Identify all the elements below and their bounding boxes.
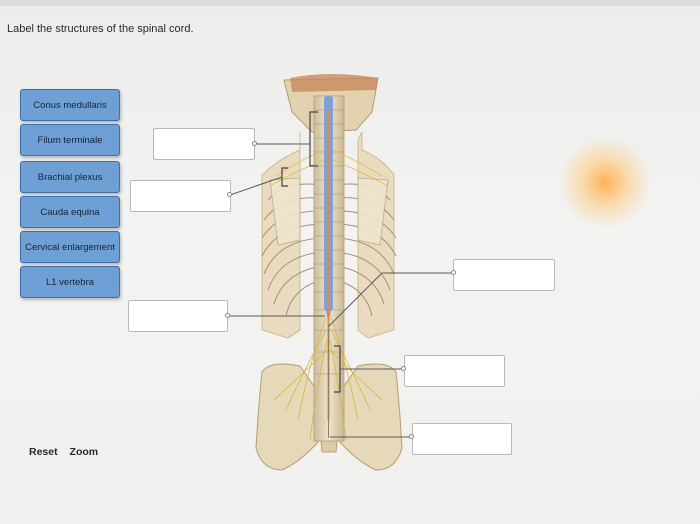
right-scapula bbox=[357, 177, 389, 246]
chip-label: Cauda equina bbox=[40, 206, 100, 218]
instruction-text: Label the structures of the spinal cord. bbox=[7, 23, 194, 35]
connector-dot bbox=[451, 270, 456, 275]
drop-target-3[interactable] bbox=[128, 300, 228, 332]
drop-target-2[interactable] bbox=[130, 180, 231, 212]
bracket-cervical bbox=[309, 111, 318, 167]
label-chip-cauda-equina[interactable]: Cauda equina bbox=[20, 196, 120, 228]
pelvis-right bbox=[339, 363, 403, 471]
label-chip-cervical-enlargement[interactable]: Cervical enlargement bbox=[20, 231, 120, 263]
chip-label: Filum terminale bbox=[37, 134, 103, 146]
cauda-equina-nerves bbox=[273, 317, 383, 441]
chip-label: Cervical enlargement bbox=[25, 241, 115, 253]
chip-label: Conus medullaris bbox=[33, 99, 107, 111]
light-glare bbox=[560, 135, 650, 230]
top-bar bbox=[0, 0, 700, 6]
connector-dot bbox=[409, 434, 414, 439]
label-chip-brachial-plexus[interactable]: Brachial plexus bbox=[20, 161, 120, 193]
label-chip-l1-vertebra[interactable]: L1 vertebra bbox=[20, 266, 120, 298]
pelvis bbox=[255, 363, 319, 471]
left-scapula bbox=[269, 177, 301, 246]
drop-target-4[interactable] bbox=[453, 259, 555, 291]
reset-button[interactable]: Reset bbox=[29, 446, 58, 458]
connector-dot bbox=[401, 366, 406, 371]
leader-lines bbox=[228, 143, 453, 438]
brachial-plexus-nerves bbox=[269, 149, 389, 187]
drop-target-5[interactable] bbox=[404, 355, 505, 387]
chip-label: Brachial plexus bbox=[37, 171, 103, 183]
label-chip-filum-terminale[interactable]: Filum terminale bbox=[20, 124, 120, 156]
connector-dot bbox=[225, 313, 230, 318]
connector-dot bbox=[252, 141, 257, 146]
skull-top bbox=[290, 74, 378, 92]
label-chip-conus-medullaris[interactable]: Conus medullaris bbox=[20, 89, 120, 121]
controls: Reset Zoom bbox=[29, 446, 107, 458]
drop-target-1[interactable] bbox=[153, 128, 255, 160]
chip-label: L1 vertebra bbox=[45, 276, 95, 288]
connector-dot bbox=[227, 192, 232, 197]
zoom-button[interactable]: Zoom bbox=[69, 446, 99, 458]
drop-target-6[interactable] bbox=[412, 423, 512, 455]
